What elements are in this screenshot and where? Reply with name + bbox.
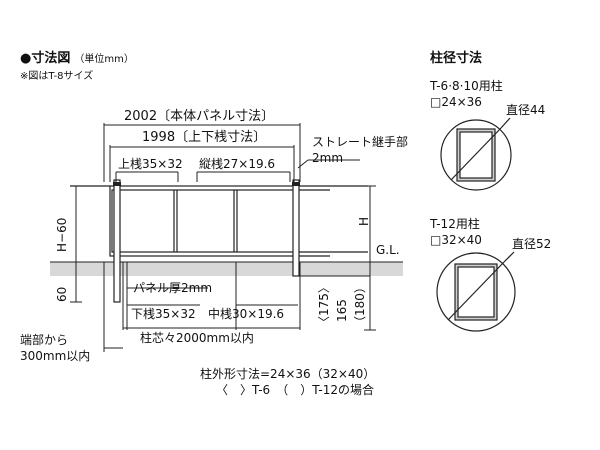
post-diameter-title: 柱径寸法 [430,51,483,66]
panel-thickness-label: パネル厚2mm [133,281,213,295]
embed-175-label: 〈175〉 [317,281,331,328]
rail-dimension: 1998〔上下桟寸法〕 [142,130,267,145]
vertical-rail-label: 縦桟27×19.6 [199,157,276,171]
size-note: ※図はT-8サイズ [20,71,94,82]
post-b-label: T-12用柱 [430,217,480,231]
h-dimension [364,185,376,262]
post-b-figure [436,251,516,332]
depth-60-label: 60 [55,286,69,302]
post-b-diameter: 直径52 [512,237,552,251]
title-text: ●寸法図 [20,51,71,66]
top-rail-label: 上桟35×32 [118,157,183,171]
post-pitch-label: 柱芯々2000mm以内 [140,331,254,345]
straight-joint-label: ストレート継手部 [312,135,409,149]
post-outer-dimension: 柱外形寸法=24×36（32×40） [200,367,376,381]
from-end-value: 300mm以内 [20,349,91,363]
panel-frame [70,185,368,257]
embed-165-label: 165 [335,299,349,322]
bottom-rail-label: 下桟35×32 [131,307,196,321]
from-end-label: 端部から [20,333,69,347]
post-outer-note: 〈 〉T-6 （ ）T-12の場合 [216,383,375,397]
page-title: ●寸法図（単位mm） [20,52,134,65]
h60-dimension [70,185,82,303]
post-caps [113,182,300,186]
post-a-size: □24×36 [430,95,482,109]
h-label: H [357,216,371,226]
unit-text: （単位mm） [74,54,134,65]
post-a-label: T-6·8·10用柱 [430,79,503,93]
bottom-dimension-lines [103,262,376,352]
ground-level-label: G.L. [376,243,400,257]
straight-joint-value: 2mm [312,151,344,165]
ground-band [50,262,403,276]
h-minus-60-label: H−60 [55,217,69,252]
post-a-figure [440,117,512,191]
post-a-diameter: 直径44 [506,103,546,117]
embed-180-label: （180） [353,281,367,328]
panel-body-dimension: 2002〔本体パネル寸法〕 [124,109,275,124]
post-b-size: □32×40 [430,233,482,247]
middle-rail-label: 中桟30×19.6 [208,307,285,321]
top-dimension-lines [103,123,360,182]
